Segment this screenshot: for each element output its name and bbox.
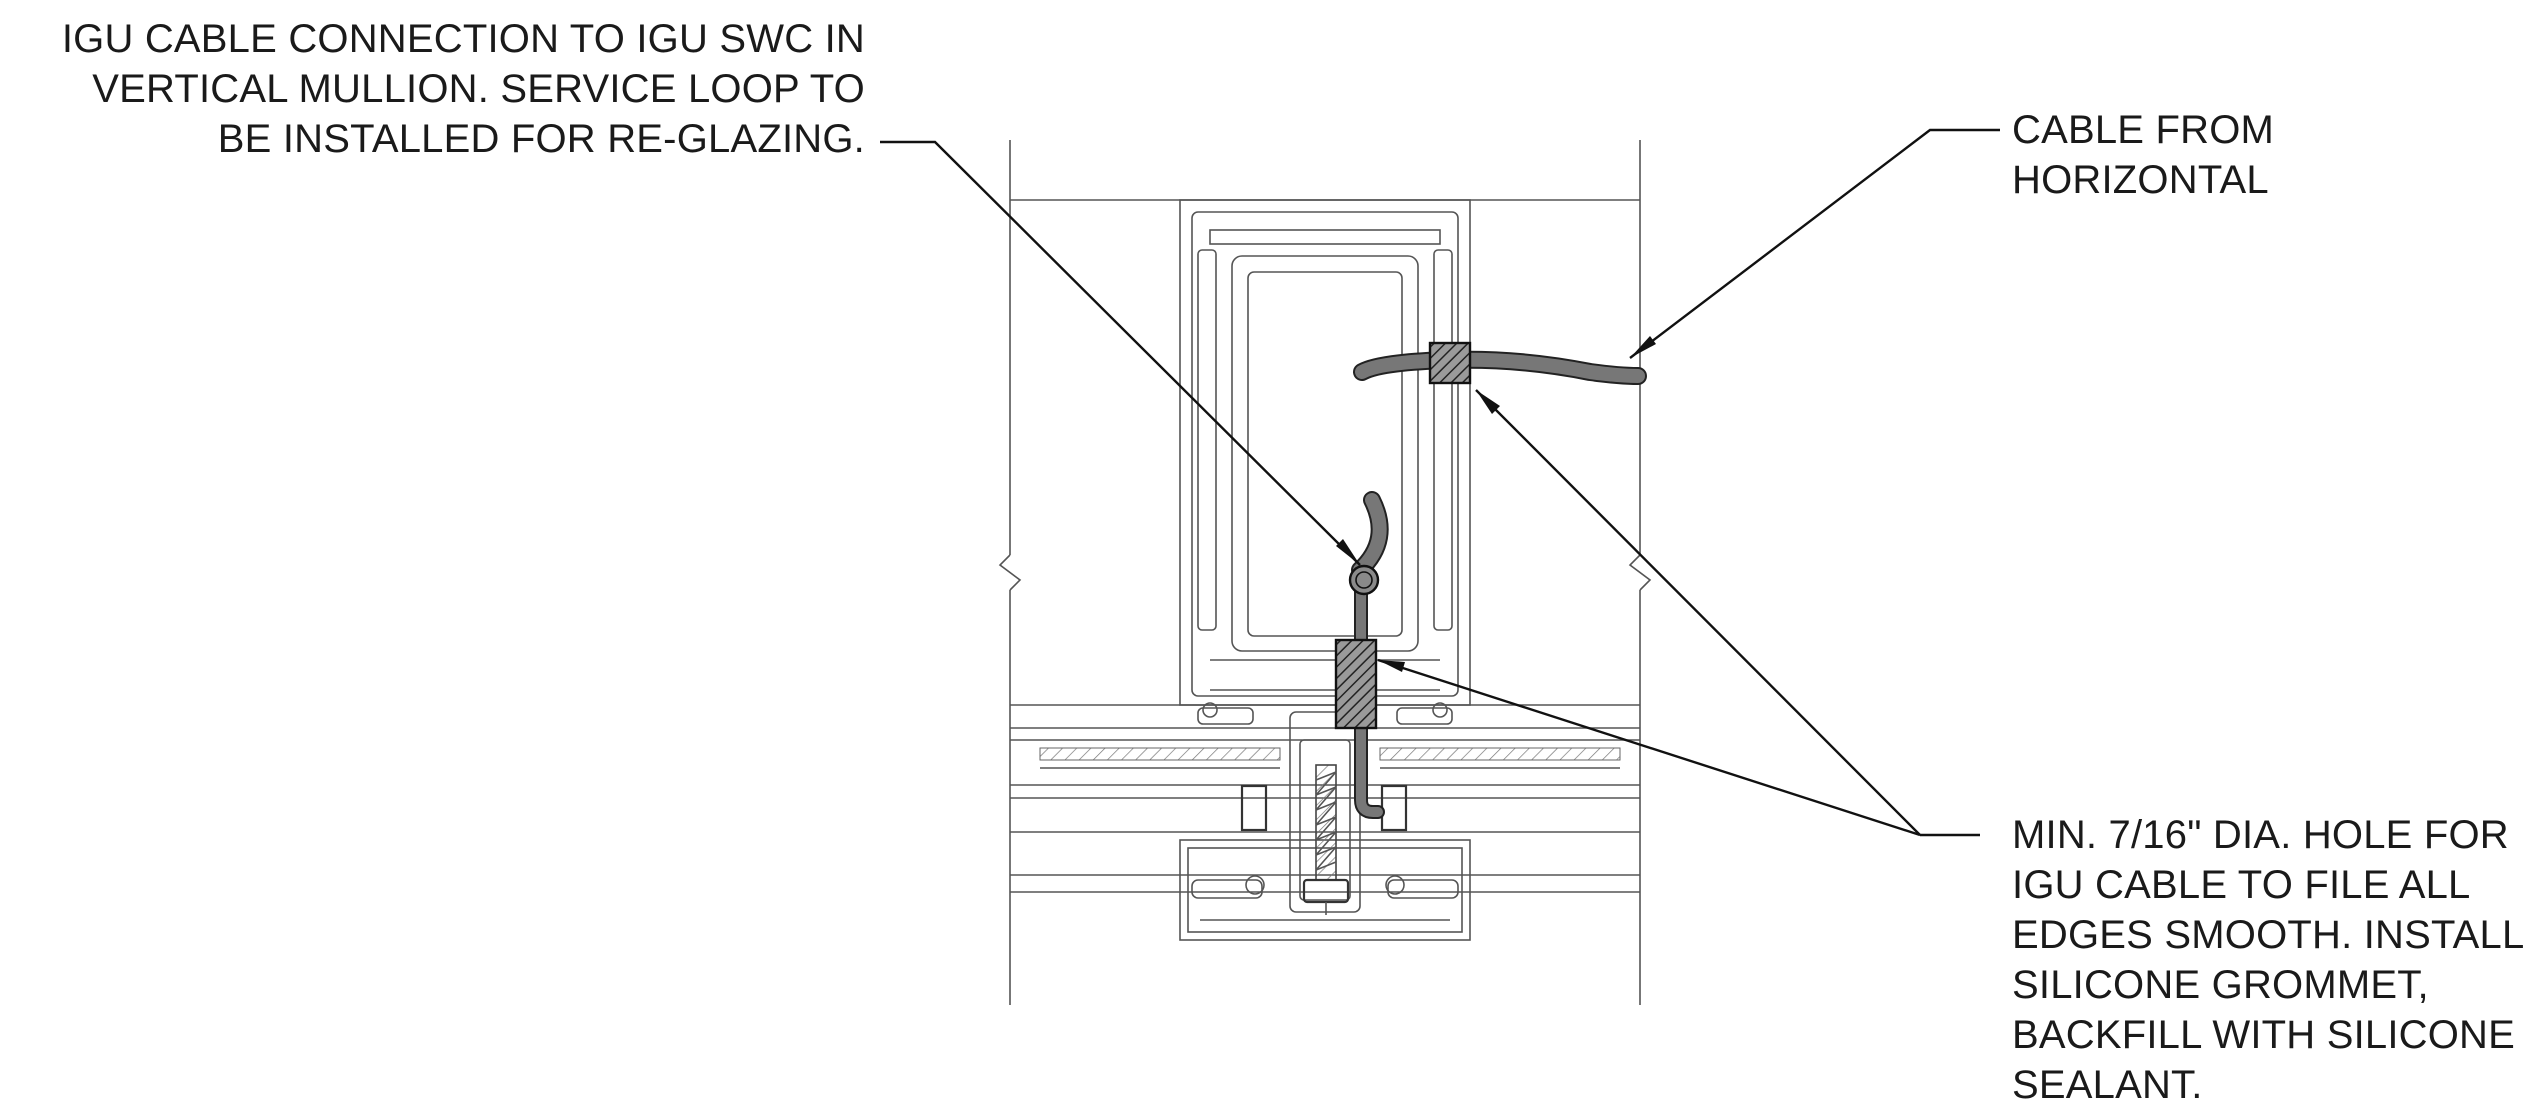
- note-top-left-line-2: VERTICAL MULLION. SERVICE LOOP TO: [92, 67, 865, 111]
- leader-top-left: [880, 140, 1361, 566]
- note-bottom-right-line-2: IGU CABLE TO FILE ALL: [2012, 863, 2470, 907]
- note-bottom-right-line-4: SILICONE GROMMET,: [2012, 963, 2429, 1007]
- grommet-horizontal: [1428, 341, 1472, 385]
- note-top-right-line-2: HORIZONTAL: [2012, 158, 2269, 202]
- note-bottom-right-line-5: BACKFILL WITH SILICONE: [2012, 1013, 2515, 1057]
- note-top-left: IGU CABLE CONNECTION TO IGU SWC IN VERTI…: [62, 17, 865, 161]
- note-top-left-line-1: IGU CABLE CONNECTION TO IGU SWC IN: [62, 17, 865, 61]
- note-bottom-right-line-6: SEALANT.: [2012, 1063, 2203, 1106]
- grommet-vertical: [1334, 638, 1378, 730]
- igu-cable-vertical: [1348, 491, 1389, 819]
- igu-cable-horizontal: [1353, 350, 1647, 385]
- note-top-right-line-1: CABLE FROM: [2012, 108, 2274, 152]
- leader-bottom-right: [1377, 389, 1980, 837]
- note-bottom-right-line-1: MIN. 7/16" DIA. HOLE FOR: [2012, 813, 2509, 857]
- screw-fastener: [1302, 764, 1350, 915]
- note-top-right: CABLE FROM HORIZONTAL: [2012, 108, 2274, 202]
- note-bottom-right: MIN. 7/16" DIA. HOLE FOR IGU CABLE TO FI…: [2012, 813, 2524, 1106]
- mullion-extrusion: [1179, 199, 1471, 725]
- note-top-left-line-3: BE INSTALLED FOR RE-GLAZING.: [218, 117, 865, 161]
- note-bottom-right-line-3: EDGES SMOOTH. INSTALL: [2012, 913, 2524, 957]
- glazing-hatch: [1039, 747, 1621, 769]
- leader-top-right: [1629, 128, 2000, 359]
